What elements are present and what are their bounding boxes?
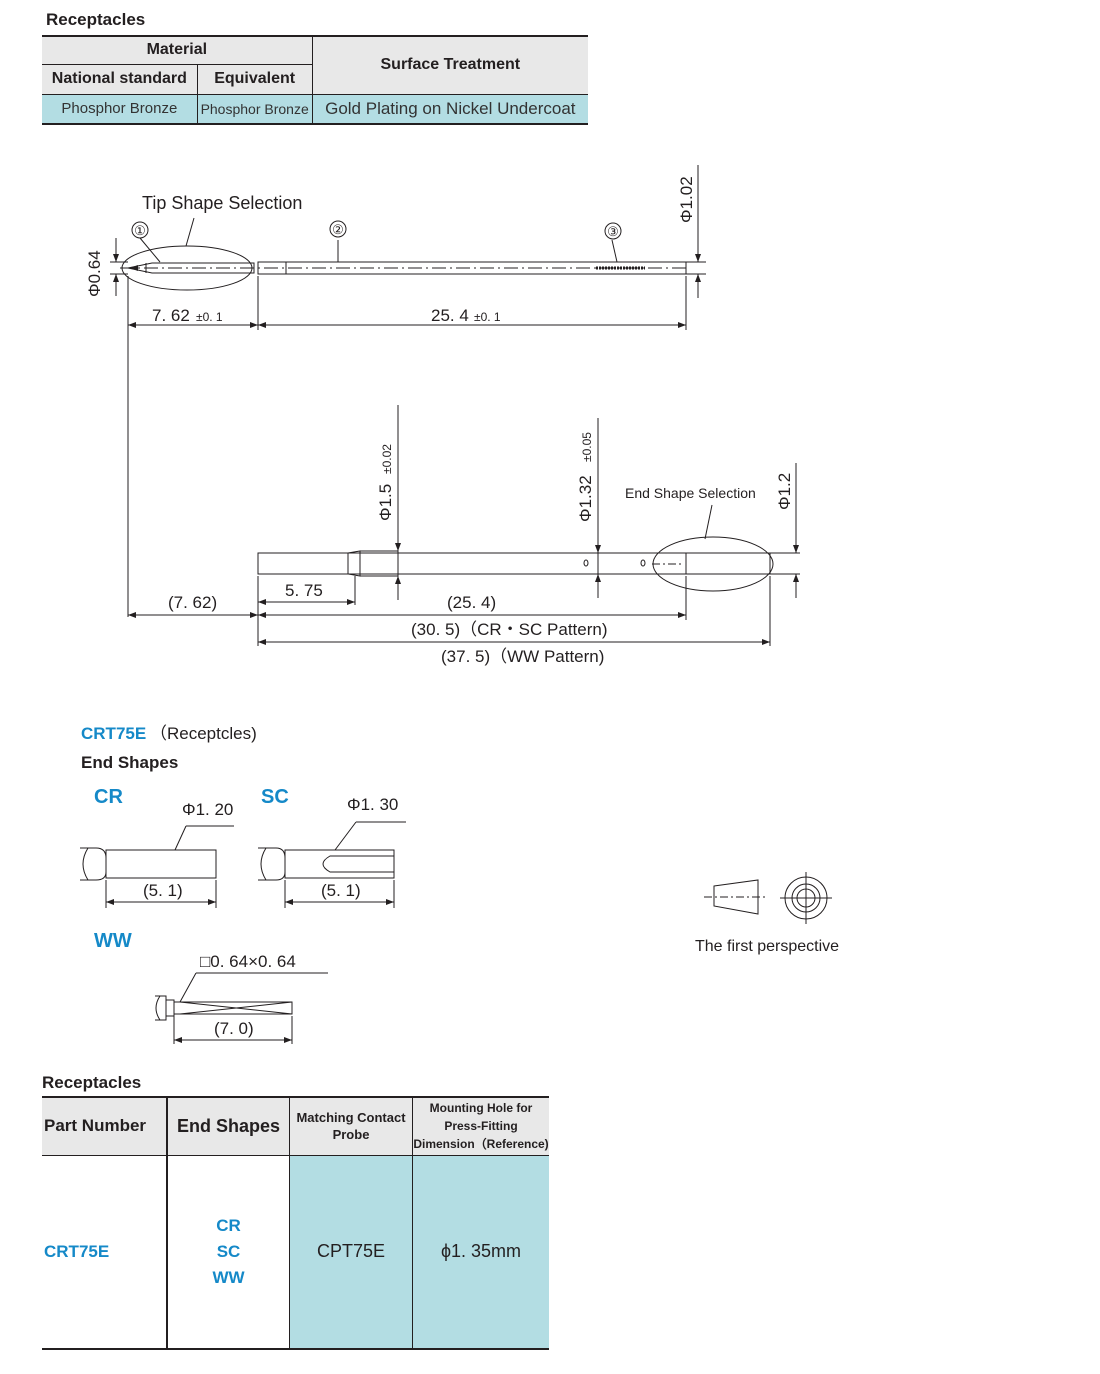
body-length-label: (25. 4) — [447, 593, 496, 612]
surface-treatment-value: Gold Plating on Nickel Undercoat — [312, 94, 588, 124]
cr-length: (5. 1) — [143, 881, 183, 900]
engineering-drawing: Tip Shape Selection ① ② ③ Φ0.64 Φ1.02 7.… — [80, 165, 839, 1044]
col-mounting-hole-line2: Press-Fitting — [444, 1119, 518, 1134]
head-diameter-label: Φ1.5 — [376, 484, 395, 521]
col-end-shapes: End Shapes — [167, 1097, 290, 1155]
header-surface-treatment: Surface Treatment — [312, 36, 588, 94]
sc-diameter: Φ1. 30 — [347, 795, 398, 814]
mounting-hole-cell: ϕ1. 35mm — [412, 1155, 549, 1349]
col-mounting-hole: Mounting Hole for Press-Fitting Dimensio… — [412, 1097, 549, 1155]
header-material: Material — [42, 36, 313, 65]
end-shape-item: WW — [212, 1267, 245, 1287]
col-part-number: Part Number — [42, 1097, 168, 1155]
col-mounting-hole-line1: Mounting Hole for — [429, 1101, 533, 1116]
part-title-suffix: （Receptcles) — [150, 724, 257, 743]
ww-label: WW — [94, 930, 132, 952]
header-national-standard: National standard — [42, 64, 198, 94]
head-length-label: 5. 75 — [285, 581, 323, 600]
col-mounting-hole-line3: Dimension（Reference) — [413, 1137, 549, 1152]
body-length-tolerance: ±0. 1 — [474, 310, 501, 324]
national-standard-value: Phosphor Bronze — [42, 94, 198, 124]
body-length-value: 25. 4 — [431, 306, 469, 325]
part-title: CRT75E — [81, 724, 146, 743]
offset-length-label: (7. 62) — [168, 593, 217, 612]
receptacle-body — [128, 405, 800, 646]
material-table: Material Surface Treatment National stan… — [42, 35, 588, 125]
col-matching-probe: Matching Contact Probe — [289, 1097, 413, 1155]
callout-1: ① — [134, 223, 146, 238]
cr-label: CR — [94, 786, 123, 808]
callout-2: ② — [332, 222, 344, 237]
cr-sc-length-label: (30. 5)（CR・SC Pattern) — [411, 620, 608, 639]
ww-length-label: (37. 5)（WW Pattern) — [441, 647, 604, 666]
col-matching-probe-line2: Probe — [332, 1127, 370, 1143]
header-equivalent: Equivalent — [197, 64, 313, 94]
end-shape-item: SC — [216, 1241, 241, 1261]
cr-diameter: Φ1. 20 — [182, 800, 233, 819]
end-shape-sc — [258, 821, 406, 908]
col-matching-probe-line1: Matching Contact — [296, 1110, 406, 1126]
tip-diameter-label: Φ0.64 — [85, 250, 104, 297]
mid-diameter-tolerance: ±0.05 — [580, 432, 594, 462]
head-diameter-tolerance: ±0.02 — [380, 444, 394, 474]
end-shapes-cell: CR SC WW — [167, 1155, 290, 1349]
body-diameter-label: Φ1.02 — [677, 176, 696, 223]
ww-length: (7. 0) — [214, 1019, 254, 1038]
end-shape-selection-label: End Shape Selection — [625, 485, 756, 501]
end-shapes-heading: End Shapes — [81, 753, 178, 772]
end-shape-item: CR — [216, 1215, 241, 1235]
tip-length-tolerance: ±0. 1 — [196, 310, 223, 324]
first-perspective-label: The first perspective — [695, 938, 839, 955]
end-shape-ww — [155, 972, 328, 1044]
receptacles-table-title: Receptacles — [42, 1073, 142, 1092]
mid-diameter-label: Φ1.32 — [576, 475, 595, 522]
material-section-title: Receptacles — [46, 10, 146, 29]
end-diameter-label: Φ1.2 — [775, 473, 794, 510]
ww-dimension: □0. 64×0. 64 — [200, 952, 296, 971]
first-perspective-icon — [704, 872, 832, 924]
sc-label: SC — [261, 786, 289, 808]
part-number-cell: CRT75E — [42, 1155, 168, 1349]
tip-shape-label: Tip Shape Selection — [142, 193, 302, 213]
end-shape-cr — [80, 825, 234, 908]
equivalent-value: Phosphor Bronze — [197, 94, 313, 124]
probe-cell: CPT75E — [289, 1155, 413, 1349]
receptacles-table: Part Number End Shapes Matching Contact … — [42, 1096, 549, 1350]
tip-length-value: 7. 62 — [152, 306, 190, 325]
sc-length: (5. 1) — [321, 881, 361, 900]
callout-3: ③ — [607, 224, 619, 239]
